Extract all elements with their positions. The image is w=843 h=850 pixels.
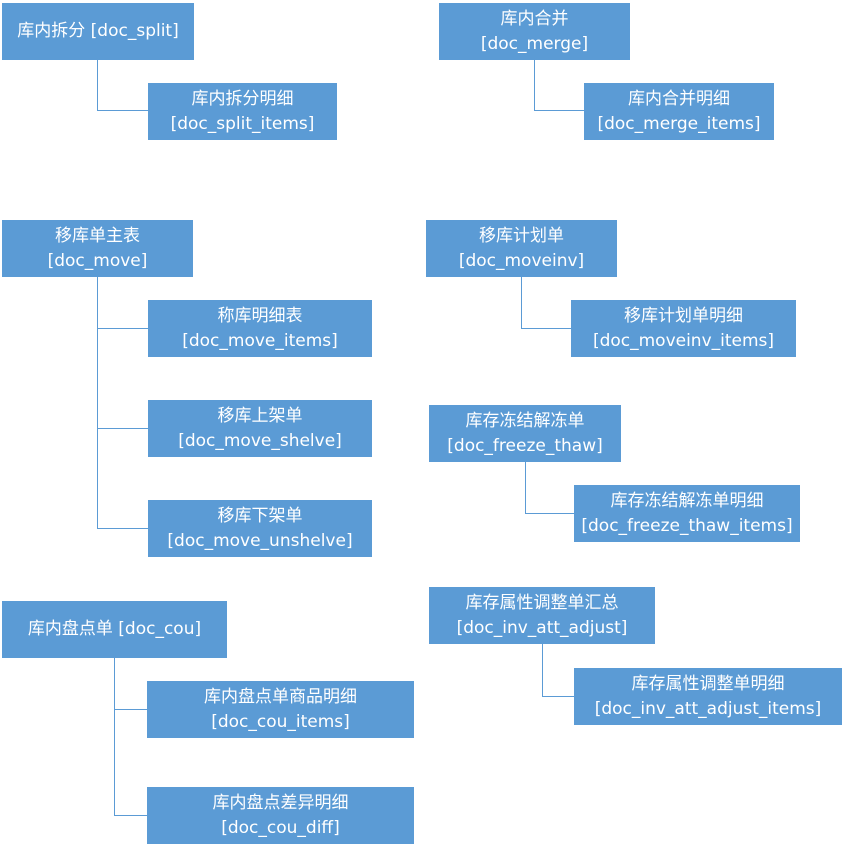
node-label: 库存属性调整单明细: [631, 673, 785, 694]
connector: [97, 110, 148, 111]
node-doc-moveinv-items: 移库计划单明细 [doc_moveinv_items]: [571, 300, 796, 357]
node-doc-move-unshelve: 移库下架单 [doc_move_unshelve]: [148, 500, 372, 557]
node-table-name: [doc_merge_items]: [597, 113, 761, 134]
connector: [97, 277, 98, 528]
node-table-name: [doc_moveinv]: [458, 250, 585, 271]
node-doc-merge-items: 库内合并明细 [doc_merge_items]: [584, 83, 774, 140]
node-label: 移库计划单: [479, 225, 564, 246]
node-doc-moveinv: 移库计划单 [doc_moveinv]: [426, 220, 617, 277]
node-label: 库内合并: [500, 8, 569, 29]
node-label: 库内拆分 [doc_split]: [17, 21, 179, 41]
node-doc-move-items: 称库明细表 [doc_move_items]: [148, 300, 372, 357]
connector: [534, 110, 584, 111]
node-table-name: [doc_inv_att_adjust]: [456, 617, 628, 638]
connector: [114, 709, 147, 710]
connector: [97, 528, 148, 529]
node-doc-move: 移库单主表 [doc_move]: [2, 220, 193, 277]
node-label: 库存冻结解冻单明细: [610, 490, 764, 511]
node-doc-merge: 库内合并 [doc_merge]: [439, 3, 630, 60]
node-table-name: [doc_merge]: [480, 33, 589, 54]
node-table-name: [doc_split_items]: [170, 113, 315, 134]
node-table-name: [doc_cou_diff]: [221, 817, 340, 838]
connector: [542, 696, 574, 697]
node-label: 称库明细表: [217, 305, 303, 326]
node-label: 移库上架单: [217, 405, 303, 426]
connector: [525, 462, 526, 513]
node-table-name: [doc_freeze_thaw]: [447, 435, 603, 456]
node-table-name: [doc_inv_att_adjust_items]: [594, 698, 822, 719]
node-table-name: [doc_move_unshelve]: [167, 530, 353, 551]
node-label: 库内盘点单商品明细: [204, 686, 357, 707]
node-table-name: [doc_move]: [47, 250, 148, 271]
node-table-name: [doc_moveinv_items]: [592, 330, 775, 351]
node-table-name: [doc_cou_items]: [211, 711, 350, 732]
node-doc-freeze-thaw-items: 库存冻结解冻单明细 [doc_freeze_thaw_items]: [574, 485, 800, 542]
node-doc-inv-att-adjust-items: 库存属性调整单明细 [doc_inv_att_adjust_items]: [574, 668, 842, 725]
node-label: 库存属性调整单汇总: [465, 592, 619, 613]
node-doc-split: 库内拆分 [doc_split]: [2, 3, 194, 60]
connector: [534, 60, 535, 110]
node-label: 移库单主表: [55, 225, 140, 246]
node-doc-split-items: 库内拆分明细 [doc_split_items]: [148, 83, 337, 140]
connector: [525, 513, 575, 514]
connector: [521, 328, 571, 329]
node-table-name: [doc_move_shelve]: [178, 430, 342, 451]
node-doc-freeze-thaw: 库存冻结解冻单 [doc_freeze_thaw]: [429, 405, 621, 462]
node-label: 移库下架单: [217, 505, 303, 526]
node-doc-cou: 库内盘点单 [doc_cou]: [2, 601, 227, 658]
connector: [542, 644, 543, 696]
node-table-name: [doc_freeze_thaw_items]: [581, 515, 793, 536]
node-doc-move-shelve: 移库上架单 [doc_move_shelve]: [148, 400, 372, 457]
connector: [114, 658, 115, 815]
node-label: 库存冻结解冻单: [465, 410, 585, 431]
node-label: 库内拆分明细: [191, 88, 294, 109]
connector: [97, 328, 148, 329]
node-label: 库内盘点差异明细: [212, 792, 349, 813]
connector: [97, 60, 98, 110]
node-doc-cou-diff: 库内盘点差异明细 [doc_cou_diff]: [147, 787, 414, 844]
node-table-name: [doc_move_items]: [182, 330, 338, 351]
node-label: 库内盘点单 [doc_cou]: [27, 619, 202, 639]
connector: [97, 428, 148, 429]
node-doc-inv-att-adjust: 库存属性调整单汇总 [doc_inv_att_adjust]: [429, 587, 655, 644]
connector: [521, 277, 522, 328]
node-label: 移库计划单明细: [624, 305, 743, 326]
connector: [114, 815, 147, 816]
node-label: 库内合并明细: [628, 88, 730, 109]
node-doc-cou-items: 库内盘点单商品明细 [doc_cou_items]: [147, 681, 414, 738]
